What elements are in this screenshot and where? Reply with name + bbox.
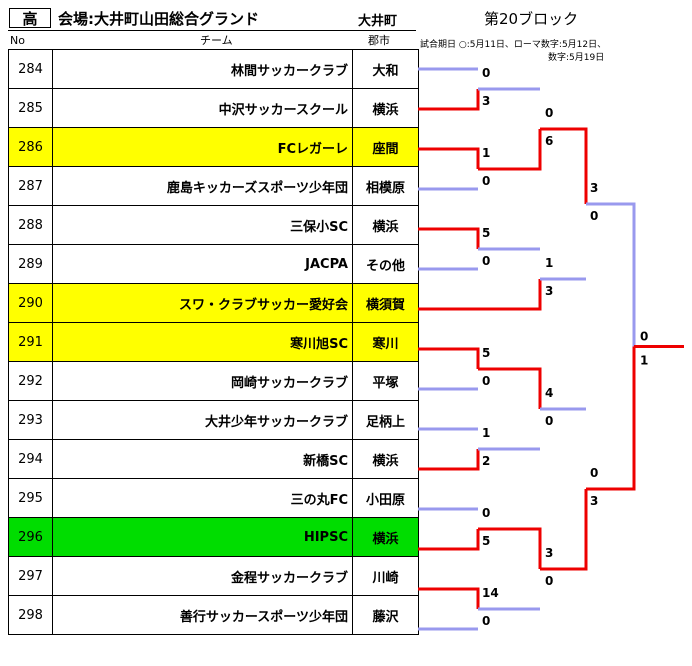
bracket-line <box>586 202 636 347</box>
match-score: 0 <box>590 466 598 480</box>
team-number: 297 <box>8 556 53 596</box>
match-score: 6 <box>545 134 553 148</box>
team-city: 寒川 <box>352 322 419 362</box>
match-score: 0 <box>482 254 490 268</box>
bracket-line <box>418 587 480 609</box>
team-number: 294 <box>8 439 53 479</box>
team-name: 善行サッカースポーツ少年団 <box>52 595 353 635</box>
match-score: 3 <box>545 284 553 298</box>
team-number: 285 <box>8 88 53 128</box>
match-score: 0 <box>545 574 553 588</box>
team-name: FCレガーレ <box>52 127 353 167</box>
team-city: その他 <box>352 244 419 284</box>
match-score: 0 <box>545 414 553 428</box>
match-score: 0 <box>482 174 490 188</box>
team-city: 相模原 <box>352 166 419 206</box>
team-number: 286 <box>8 127 53 167</box>
team-number: 289 <box>8 244 53 284</box>
team-city: 藤沢 <box>352 595 419 635</box>
team-city: 横浜 <box>352 517 419 557</box>
team-name: 林間サッカークラブ <box>52 49 353 89</box>
team-name: 金程サッカークラブ <box>52 556 353 596</box>
match-score: 0 <box>590 209 598 223</box>
match-score: 0 <box>482 506 490 520</box>
team-city: 川崎 <box>352 556 419 596</box>
bracket-line <box>418 529 480 551</box>
team-city: 座間 <box>352 127 419 167</box>
match-score: 3 <box>482 94 490 108</box>
team-city: 足柄上 <box>352 400 419 440</box>
match-score: 2 <box>482 454 490 468</box>
match-score: 5 <box>482 534 490 548</box>
team-number: 293 <box>8 400 53 440</box>
team-city: 横浜 <box>352 439 419 479</box>
team-city: 横浜 <box>352 205 419 245</box>
column-header-team: チーム <box>200 34 233 47</box>
match-score: 0 <box>482 66 490 80</box>
header-divider <box>8 30 416 31</box>
team-name: 大井少年サッカークラブ <box>52 400 353 440</box>
match-score: 0 <box>640 330 648 344</box>
bracket-line <box>418 449 480 471</box>
town-label: 大井町 <box>358 14 398 29</box>
match-score: 0 <box>482 614 490 628</box>
team-name: 新橋SC <box>52 439 353 479</box>
team-name: スワ・クラブサッカー愛好会 <box>52 283 353 323</box>
match-score: 1 <box>482 146 490 160</box>
match-score: 0 <box>545 106 553 120</box>
team-number: 287 <box>8 166 53 206</box>
match-score: 5 <box>482 226 490 240</box>
schedule-note-line2: 数字:5月19日 <box>548 53 605 63</box>
venue-title: 会場:大井町山田総合グランド <box>58 10 259 28</box>
match-score: 0 <box>482 374 490 388</box>
team-city: 大和 <box>352 49 419 89</box>
team-number: 298 <box>8 595 53 635</box>
team-city: 平塚 <box>352 361 419 401</box>
bracket-line <box>586 346 636 491</box>
bracket-line <box>478 279 542 311</box>
schedule-note-line1: 試合期日 ○:5月11日、ローマ数字:5月12日、 <box>420 40 607 50</box>
column-header-no: No <box>10 34 25 47</box>
team-name: 岡崎サッカークラブ <box>52 361 353 401</box>
bracket-line <box>418 227 480 249</box>
team-number: 290 <box>8 283 53 323</box>
bracket-line <box>418 147 480 169</box>
match-score: 14 <box>482 586 499 600</box>
match-score: 3 <box>590 181 598 195</box>
team-city: 横須賀 <box>352 283 419 323</box>
team-number: 295 <box>8 478 53 518</box>
match-score: 1 <box>545 256 553 270</box>
grade-label: 高 <box>9 8 51 28</box>
match-score: 3 <box>545 546 553 560</box>
match-score: 3 <box>590 494 598 508</box>
column-header-city: 郡市 <box>368 34 390 47</box>
team-number: 288 <box>8 205 53 245</box>
block-title: 第20ブロック <box>484 10 579 28</box>
team-city: 小田原 <box>352 478 419 518</box>
bracket-line <box>418 89 480 111</box>
match-score: 4 <box>545 386 553 400</box>
match-score: 1 <box>482 426 490 440</box>
bracket-line <box>418 347 480 369</box>
match-score: 5 <box>482 346 490 360</box>
match-score: 1 <box>640 354 648 368</box>
team-name: 三保小SC <box>52 205 353 245</box>
